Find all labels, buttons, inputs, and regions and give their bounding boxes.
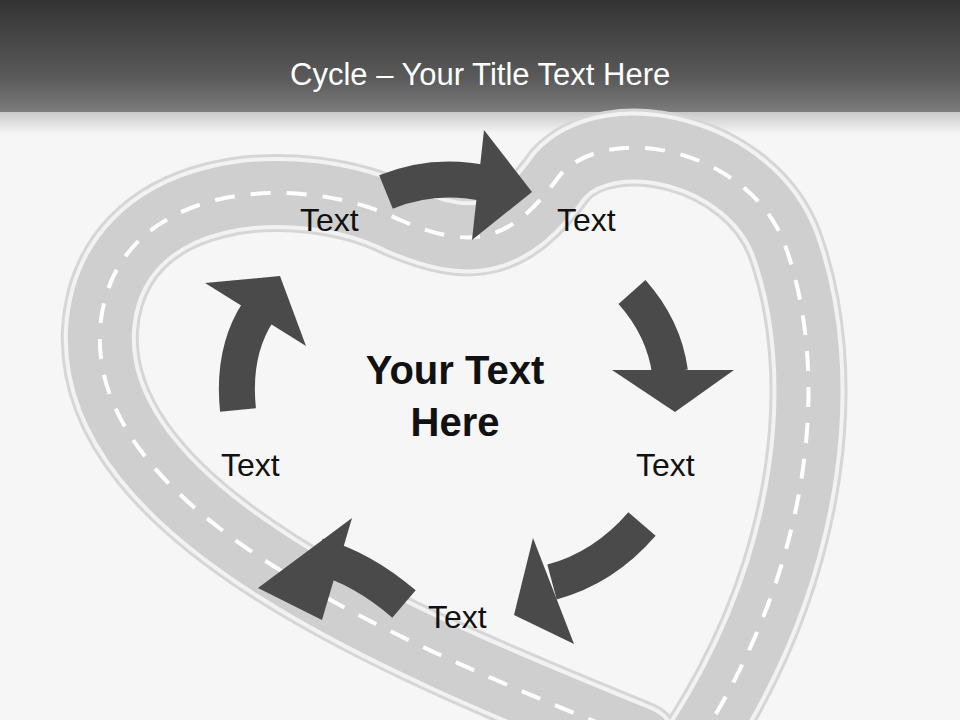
road-edge <box>100 148 809 720</box>
arrow-head <box>612 370 734 412</box>
title-bar-shadow <box>0 112 960 134</box>
road-surface <box>100 148 809 720</box>
title-bar <box>0 0 960 112</box>
cycle-arrow <box>632 292 670 372</box>
arrow-head <box>514 538 574 644</box>
slide-title: Cycle – Your Title Text Here <box>290 57 670 93</box>
arrow-head <box>205 276 306 346</box>
road-edge-line <box>100 148 809 720</box>
step-label: Text <box>221 447 280 484</box>
arrow-head <box>472 130 532 240</box>
step-label: Text <box>300 202 359 239</box>
cycle-arrow <box>386 180 488 193</box>
step-label: Text <box>557 202 616 239</box>
center-text: Your Text Here <box>335 344 575 448</box>
step-label: Text <box>428 599 487 636</box>
step-label: Text <box>636 447 695 484</box>
arrow-head <box>258 518 352 620</box>
cycle-arrow <box>237 312 258 410</box>
cycle-arrow <box>552 524 642 582</box>
road-center-dashes <box>100 148 809 720</box>
